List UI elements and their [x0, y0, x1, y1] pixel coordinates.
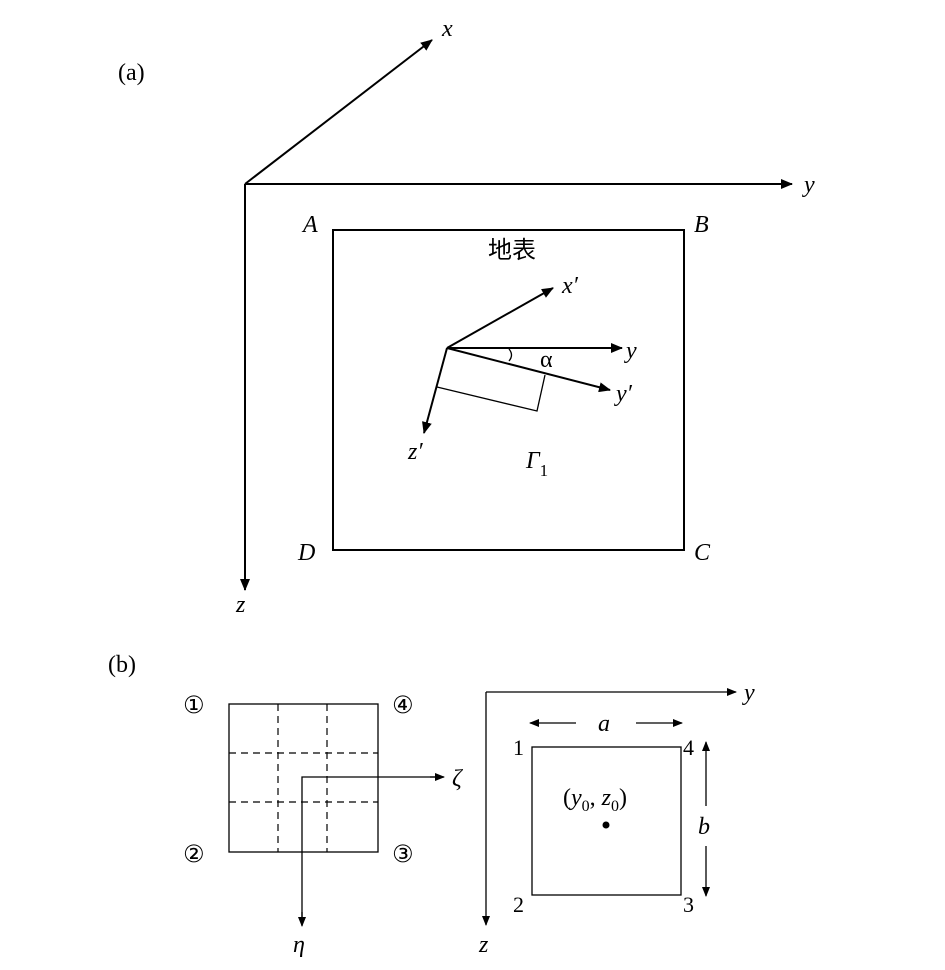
global-x-label: x: [441, 16, 453, 42]
rectangle-element: [531, 746, 682, 896]
vertex-3-label: 3: [683, 892, 694, 917]
center-y-subscript: 0: [582, 798, 590, 815]
global-z-label: z: [235, 592, 246, 618]
corner-d-label: D: [297, 540, 315, 566]
local-y-label: y: [624, 338, 637, 364]
global-x-axis: [244, 39, 433, 185]
vertex-4-label: 4: [683, 735, 694, 760]
inclined-plate: [436, 374, 546, 412]
global-y-label: y: [802, 172, 815, 198]
element-square: [228, 703, 379, 853]
eta-label: η: [293, 932, 305, 958]
zeta-label: ζ: [452, 766, 464, 792]
panel-b-label: (b): [108, 652, 136, 678]
center-close-paren: ): [619, 785, 627, 811]
dim-b-label: b: [698, 814, 710, 840]
zeta-eta-axes: [301, 776, 443, 925]
angle-arc: [508, 348, 513, 362]
local-y-prime-axis: [446, 347, 611, 393]
center-comma: ,: [590, 785, 602, 811]
center-y-symbol: y: [569, 785, 582, 811]
corner-b-label: B: [694, 212, 709, 238]
gamma-symbol: Γ: [525, 448, 541, 474]
center-label: (y0, z0): [563, 785, 627, 815]
vertex-2-label: 2: [513, 892, 524, 917]
center-open-paren: (: [563, 785, 571, 811]
corner-3-label: ③: [392, 840, 414, 868]
corner-c-label: C: [694, 540, 711, 566]
gamma-subscript: 1: [540, 461, 549, 480]
angle-alpha-label: α: [540, 347, 553, 373]
frame-y-label: y: [742, 680, 755, 706]
vertex-1-label: 1: [513, 735, 524, 760]
corner-2-label: ②: [183, 840, 205, 868]
corner-4-label: ④: [392, 691, 414, 719]
gamma-label: Γ1: [525, 448, 548, 480]
center-z-subscript: 0: [611, 798, 619, 815]
panel-a-label: (a): [118, 60, 145, 86]
panel-b: (b) ① ② ③ ④ ζ η y z 1 2 3 4 a b: [108, 652, 755, 958]
ground-rectangle: [332, 229, 685, 551]
panel-a: (a) x y z A B C D 地表 x′ y y′ z′ α Γ1: [118, 16, 815, 618]
local-y-prime-label: y′: [614, 381, 633, 407]
dim-a-label: a: [598, 711, 610, 737]
local-z-prime-axis: [422, 347, 448, 434]
local-x-prime-axis: [446, 287, 554, 349]
center-z-symbol: z: [601, 785, 612, 811]
local-x-prime-label: x′: [561, 273, 579, 299]
corner-1-label: ①: [183, 691, 205, 719]
local-z-prime-label: z′: [407, 439, 423, 465]
surface-label: 地表: [488, 236, 536, 264]
corner-a-label: A: [301, 212, 318, 238]
frame-z-label: z: [478, 932, 489, 958]
center-point: [602, 821, 610, 829]
